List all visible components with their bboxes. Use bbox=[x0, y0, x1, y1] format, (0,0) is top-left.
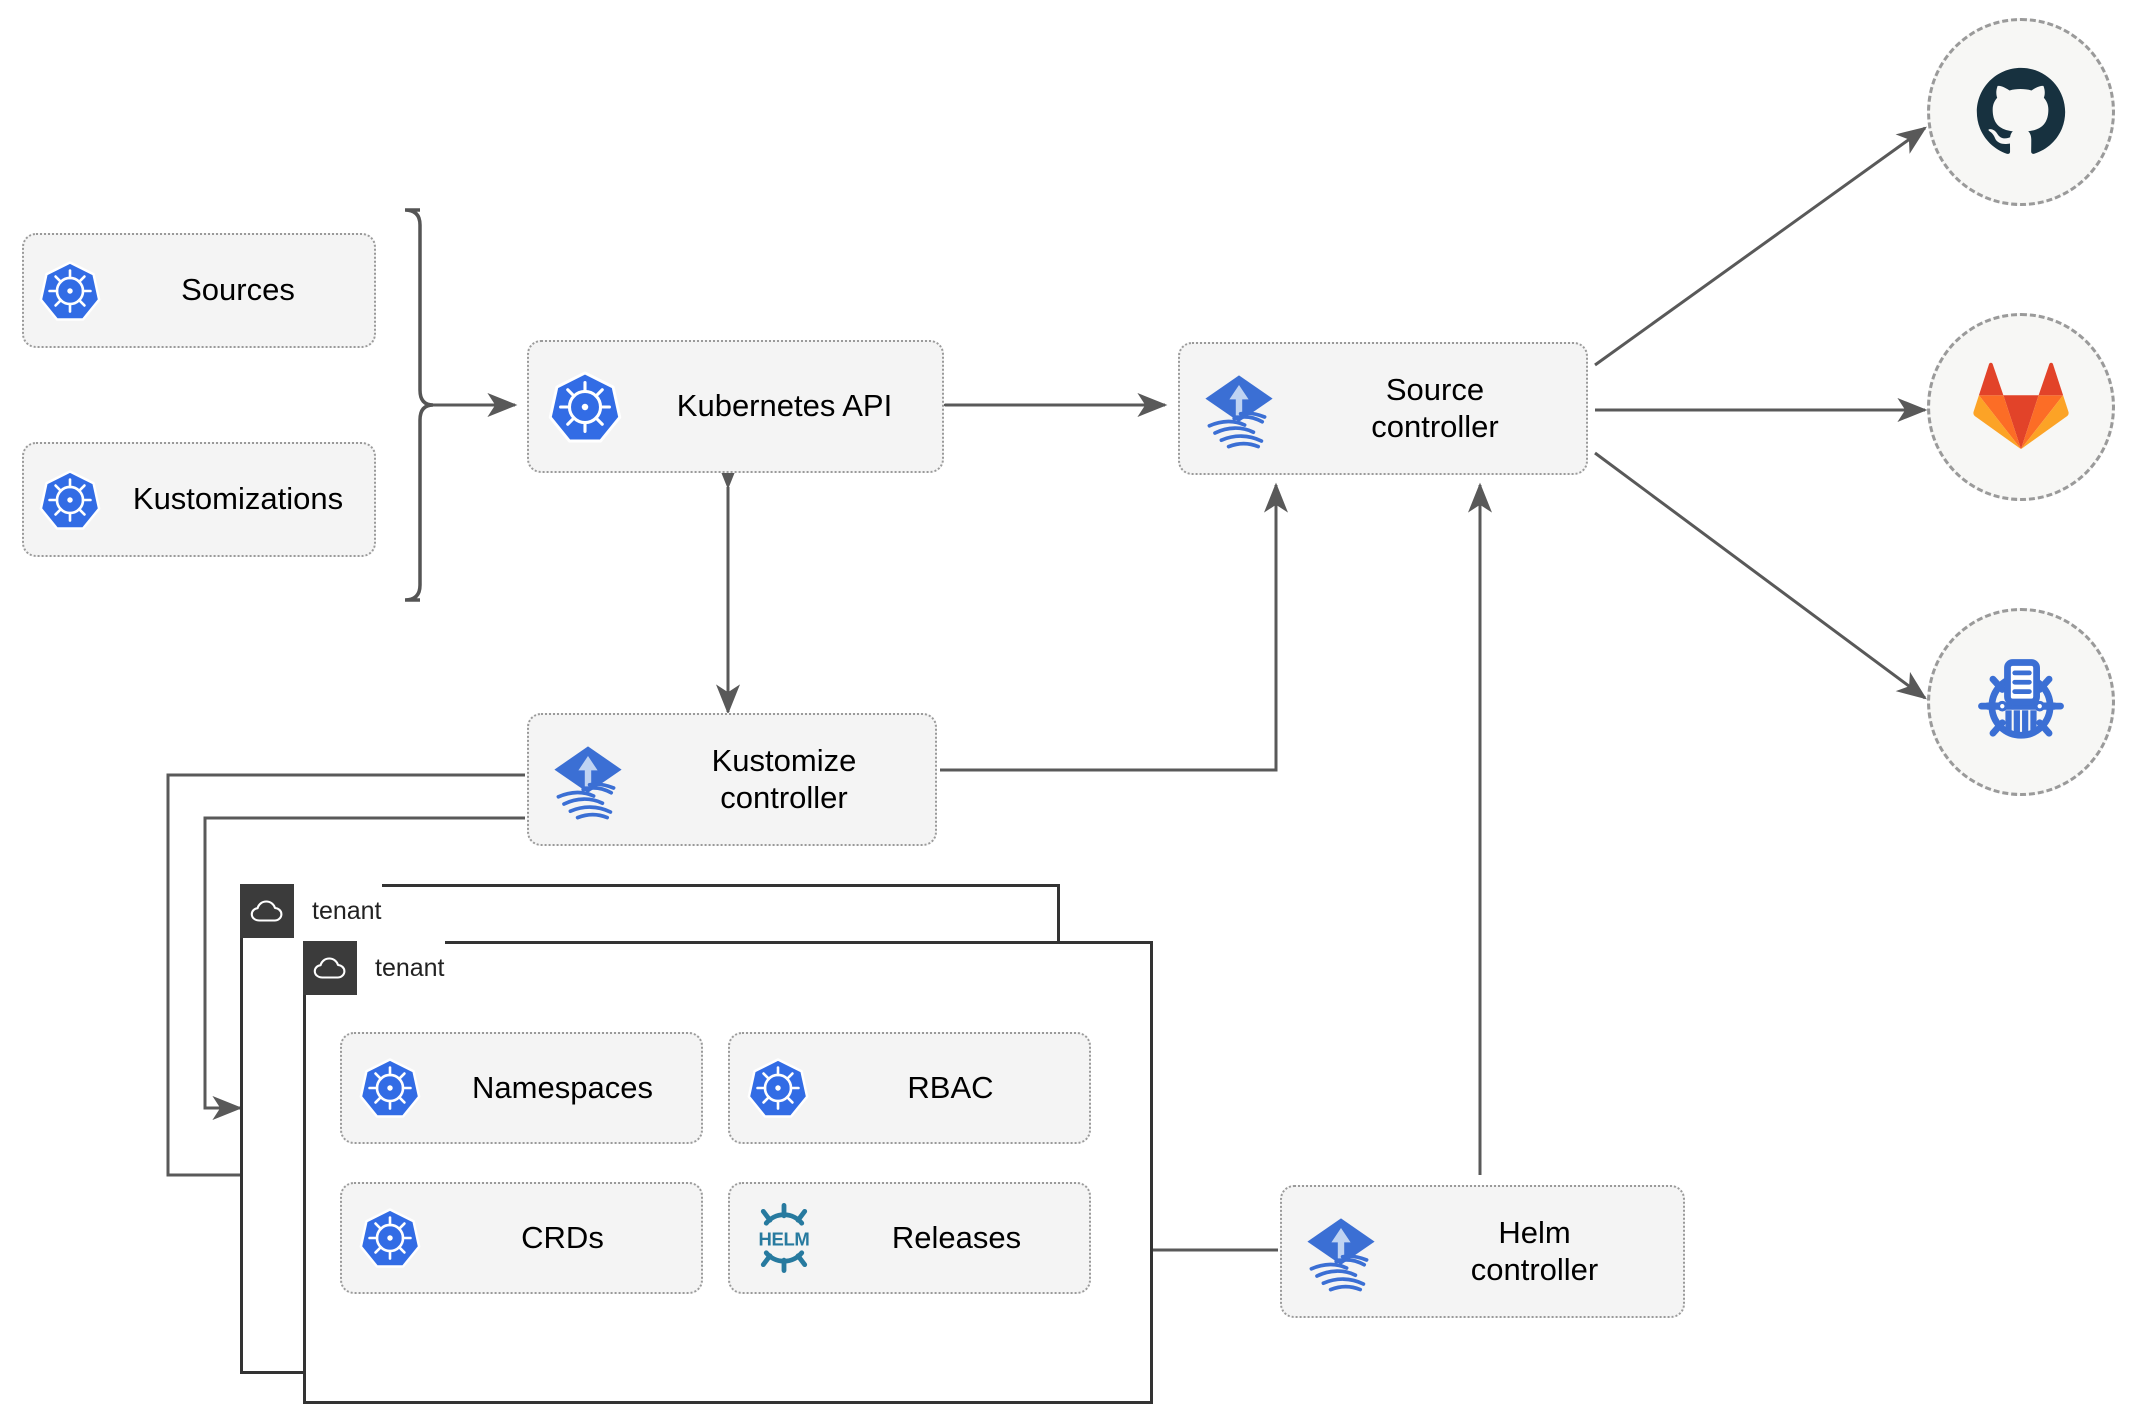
resource-label: Sources bbox=[181, 272, 295, 308]
resource-label: Kustomizations bbox=[132, 481, 344, 517]
tenant-resource-namespaces[interactable]: Namespaces bbox=[340, 1032, 703, 1144]
tenant-box-inner[interactable]: tenant bbox=[303, 941, 1153, 1404]
cloud-icon bbox=[240, 884, 294, 938]
svg-text:HELM: HELM bbox=[759, 1228, 810, 1249]
tenant-resource-label: Releases bbox=[891, 1219, 1022, 1255]
kubernetes-icon bbox=[24, 469, 116, 531]
resource-card-sources[interactable]: Sources bbox=[22, 233, 376, 348]
provider-registry[interactable] bbox=[1927, 608, 2115, 796]
node-label: Helm controller bbox=[1470, 1214, 1599, 1287]
tenant-label: tenant bbox=[294, 884, 382, 938]
node-kustomize-controller[interactable]: Kustomize controller bbox=[527, 713, 937, 846]
flux-icon bbox=[1282, 1212, 1400, 1292]
tenant-resource-rbac[interactable]: RBAC bbox=[728, 1032, 1091, 1144]
node-label: Source controller bbox=[1371, 371, 1499, 444]
tenant-titlebar: tenant bbox=[303, 941, 445, 995]
provider-github[interactable] bbox=[1927, 18, 2115, 206]
kubernetes-icon bbox=[342, 1207, 438, 1269]
tenant-resource-label: RBAC bbox=[907, 1069, 994, 1105]
github-icon bbox=[1976, 67, 2066, 154]
node-kubernetes-api[interactable]: Kubernetes API bbox=[527, 340, 944, 473]
node-source-controller[interactable]: Source controller bbox=[1178, 342, 1588, 475]
cloud-icon bbox=[303, 941, 357, 995]
provider-gitlab[interactable] bbox=[1927, 313, 2115, 501]
tenant-titlebar: tenant bbox=[240, 884, 382, 938]
helm-icon: HELM bbox=[730, 1201, 838, 1275]
node-label: Kustomize controller bbox=[711, 742, 857, 815]
tenant-resource-releases[interactable]: HELM Releases bbox=[728, 1182, 1091, 1294]
kubernetes-icon bbox=[730, 1057, 826, 1119]
flux-icon bbox=[1180, 369, 1298, 449]
gitlab-icon bbox=[1973, 362, 2069, 450]
kubernetes-icon bbox=[342, 1057, 438, 1119]
helm-registry-icon bbox=[1978, 659, 2064, 739]
node-helm-controller[interactable]: Helm controller bbox=[1280, 1185, 1685, 1318]
flux-icon bbox=[529, 740, 647, 820]
kubernetes-icon bbox=[24, 260, 116, 322]
kubernetes-icon bbox=[529, 370, 641, 444]
tenant-label: tenant bbox=[357, 941, 445, 995]
node-label: Kubernetes API bbox=[676, 388, 893, 424]
tenant-resource-label: CRDs bbox=[521, 1219, 604, 1255]
tenant-resource-label: Namespaces bbox=[472, 1069, 653, 1105]
tenant-resource-crds[interactable]: CRDs bbox=[340, 1182, 703, 1294]
resource-card-kustomizations[interactable]: Kustomizations bbox=[22, 442, 376, 557]
